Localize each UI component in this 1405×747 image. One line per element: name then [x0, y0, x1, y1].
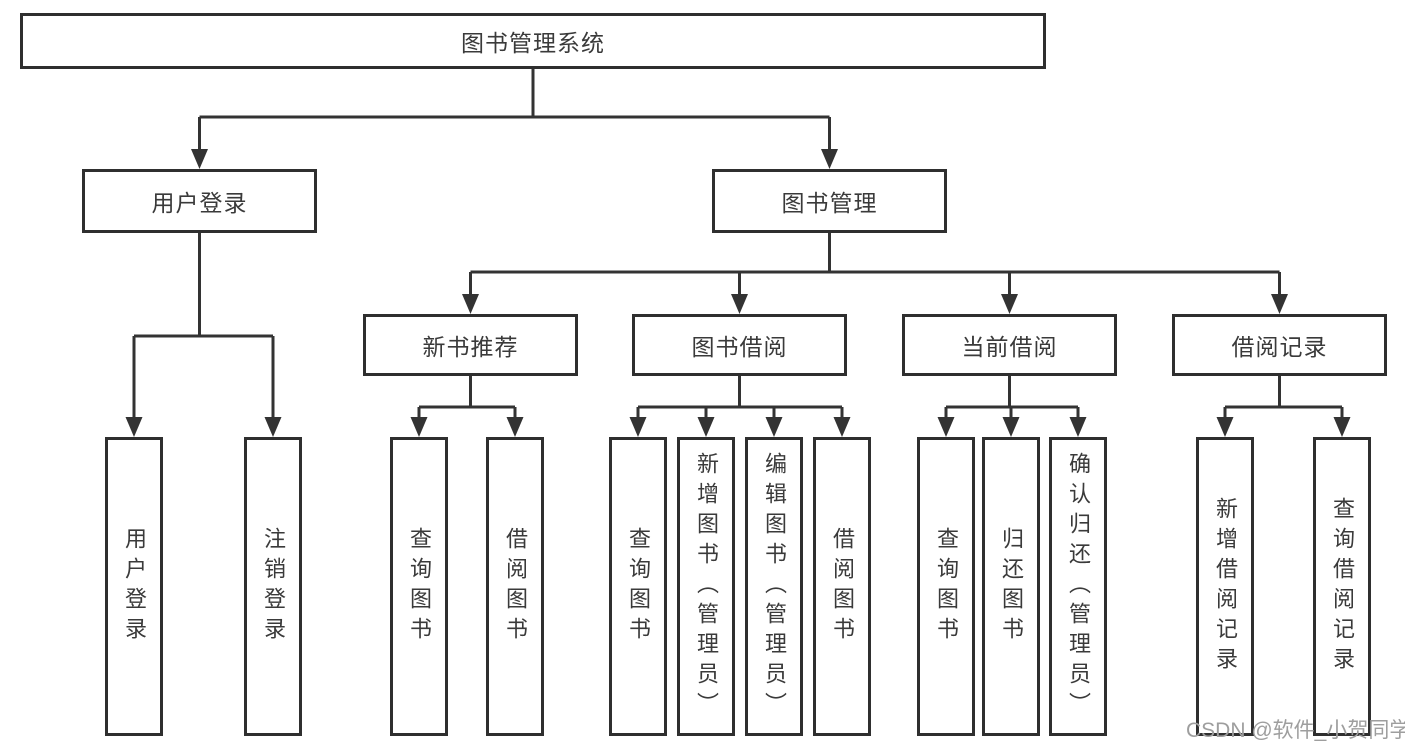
leaf-current-confirm-return-admin-label: 确认归还（管理员）	[1066, 451, 1091, 722]
node-new-book-recommend: 新书推荐	[363, 314, 578, 376]
node-book-borrow-label: 图书借阅	[691, 334, 788, 360]
leaf-record-query-borrow-record-label: 查询借阅记录	[1330, 496, 1355, 677]
leaf-borrow-add-book-admin-label: 新增图书（管理员）	[694, 451, 719, 722]
connector-user-login	[125, 233, 282, 437]
connector-book-borrow	[629, 376, 851, 437]
leaf-logout-login: 注销登录	[244, 437, 302, 736]
node-user-login: 用户登录	[82, 169, 317, 233]
leaf-current-query-book: 查询图书	[917, 437, 975, 736]
leaf-newbook-query-book: 查询图书	[390, 437, 448, 736]
leaf-borrow-borrow-book: 借阅图书	[813, 437, 871, 736]
node-book-borrow: 图书借阅	[632, 314, 847, 376]
leaf-borrow-query-book: 查询图书	[609, 437, 667, 736]
leaf-logout-login-label: 注销登录	[261, 526, 286, 647]
node-borrow-record: 借阅记录	[1172, 314, 1387, 376]
leaf-current-query-book-label: 查询图书	[934, 526, 959, 647]
connector-root	[191, 69, 838, 169]
leaf-current-confirm-return-admin: 确认归还（管理员）	[1049, 437, 1107, 736]
leaf-borrow-add-book-admin: 新增图书（管理员）	[677, 437, 735, 736]
leaf-current-return-book: 归还图书	[982, 437, 1040, 736]
csdn-watermark: CSDN @软件_小贺同学	[1186, 719, 1405, 742]
leaf-record-add-borrow-record-label: 新增借阅记录	[1213, 496, 1238, 677]
connector-borrow-record	[1216, 376, 1351, 437]
node-borrow-record-label: 借阅记录	[1231, 334, 1328, 360]
leaf-current-return-book-label: 归还图书	[999, 526, 1024, 647]
node-root-label: 图书管理系统	[461, 30, 605, 56]
leaf-newbook-query-book-label: 查询图书	[407, 526, 432, 647]
leaf-user-login: 用户登录	[105, 437, 163, 736]
leaf-user-login-label: 用户登录	[122, 526, 147, 647]
connector-book-management	[462, 233, 1288, 314]
connector-new-book	[410, 376, 524, 437]
node-user-login-label: 用户登录	[151, 190, 248, 216]
connector-current-borrow	[937, 376, 1087, 437]
leaf-borrow-borrow-book-label: 借阅图书	[830, 526, 855, 647]
node-current-borrow: 当前借阅	[902, 314, 1117, 376]
leaf-record-query-borrow-record: 查询借阅记录	[1313, 437, 1371, 736]
node-book-management-label: 图书管理	[781, 190, 878, 216]
leaf-borrow-query-book-label: 查询图书	[626, 526, 651, 647]
node-current-borrow-label: 当前借阅	[961, 334, 1058, 360]
leaf-newbook-borrow-book: 借阅图书	[486, 437, 544, 736]
node-new-book-recommend-label: 新书推荐	[422, 334, 519, 360]
leaf-borrow-edit-book-admin: 编辑图书（管理员）	[745, 437, 803, 736]
node-root: 图书管理系统	[20, 13, 1046, 69]
node-book-management: 图书管理	[712, 169, 947, 233]
leaf-borrow-edit-book-admin-label: 编辑图书（管理员）	[762, 451, 787, 722]
leaf-record-add-borrow-record: 新增借阅记录	[1196, 437, 1254, 736]
leaf-newbook-borrow-book-label: 借阅图书	[503, 526, 528, 647]
